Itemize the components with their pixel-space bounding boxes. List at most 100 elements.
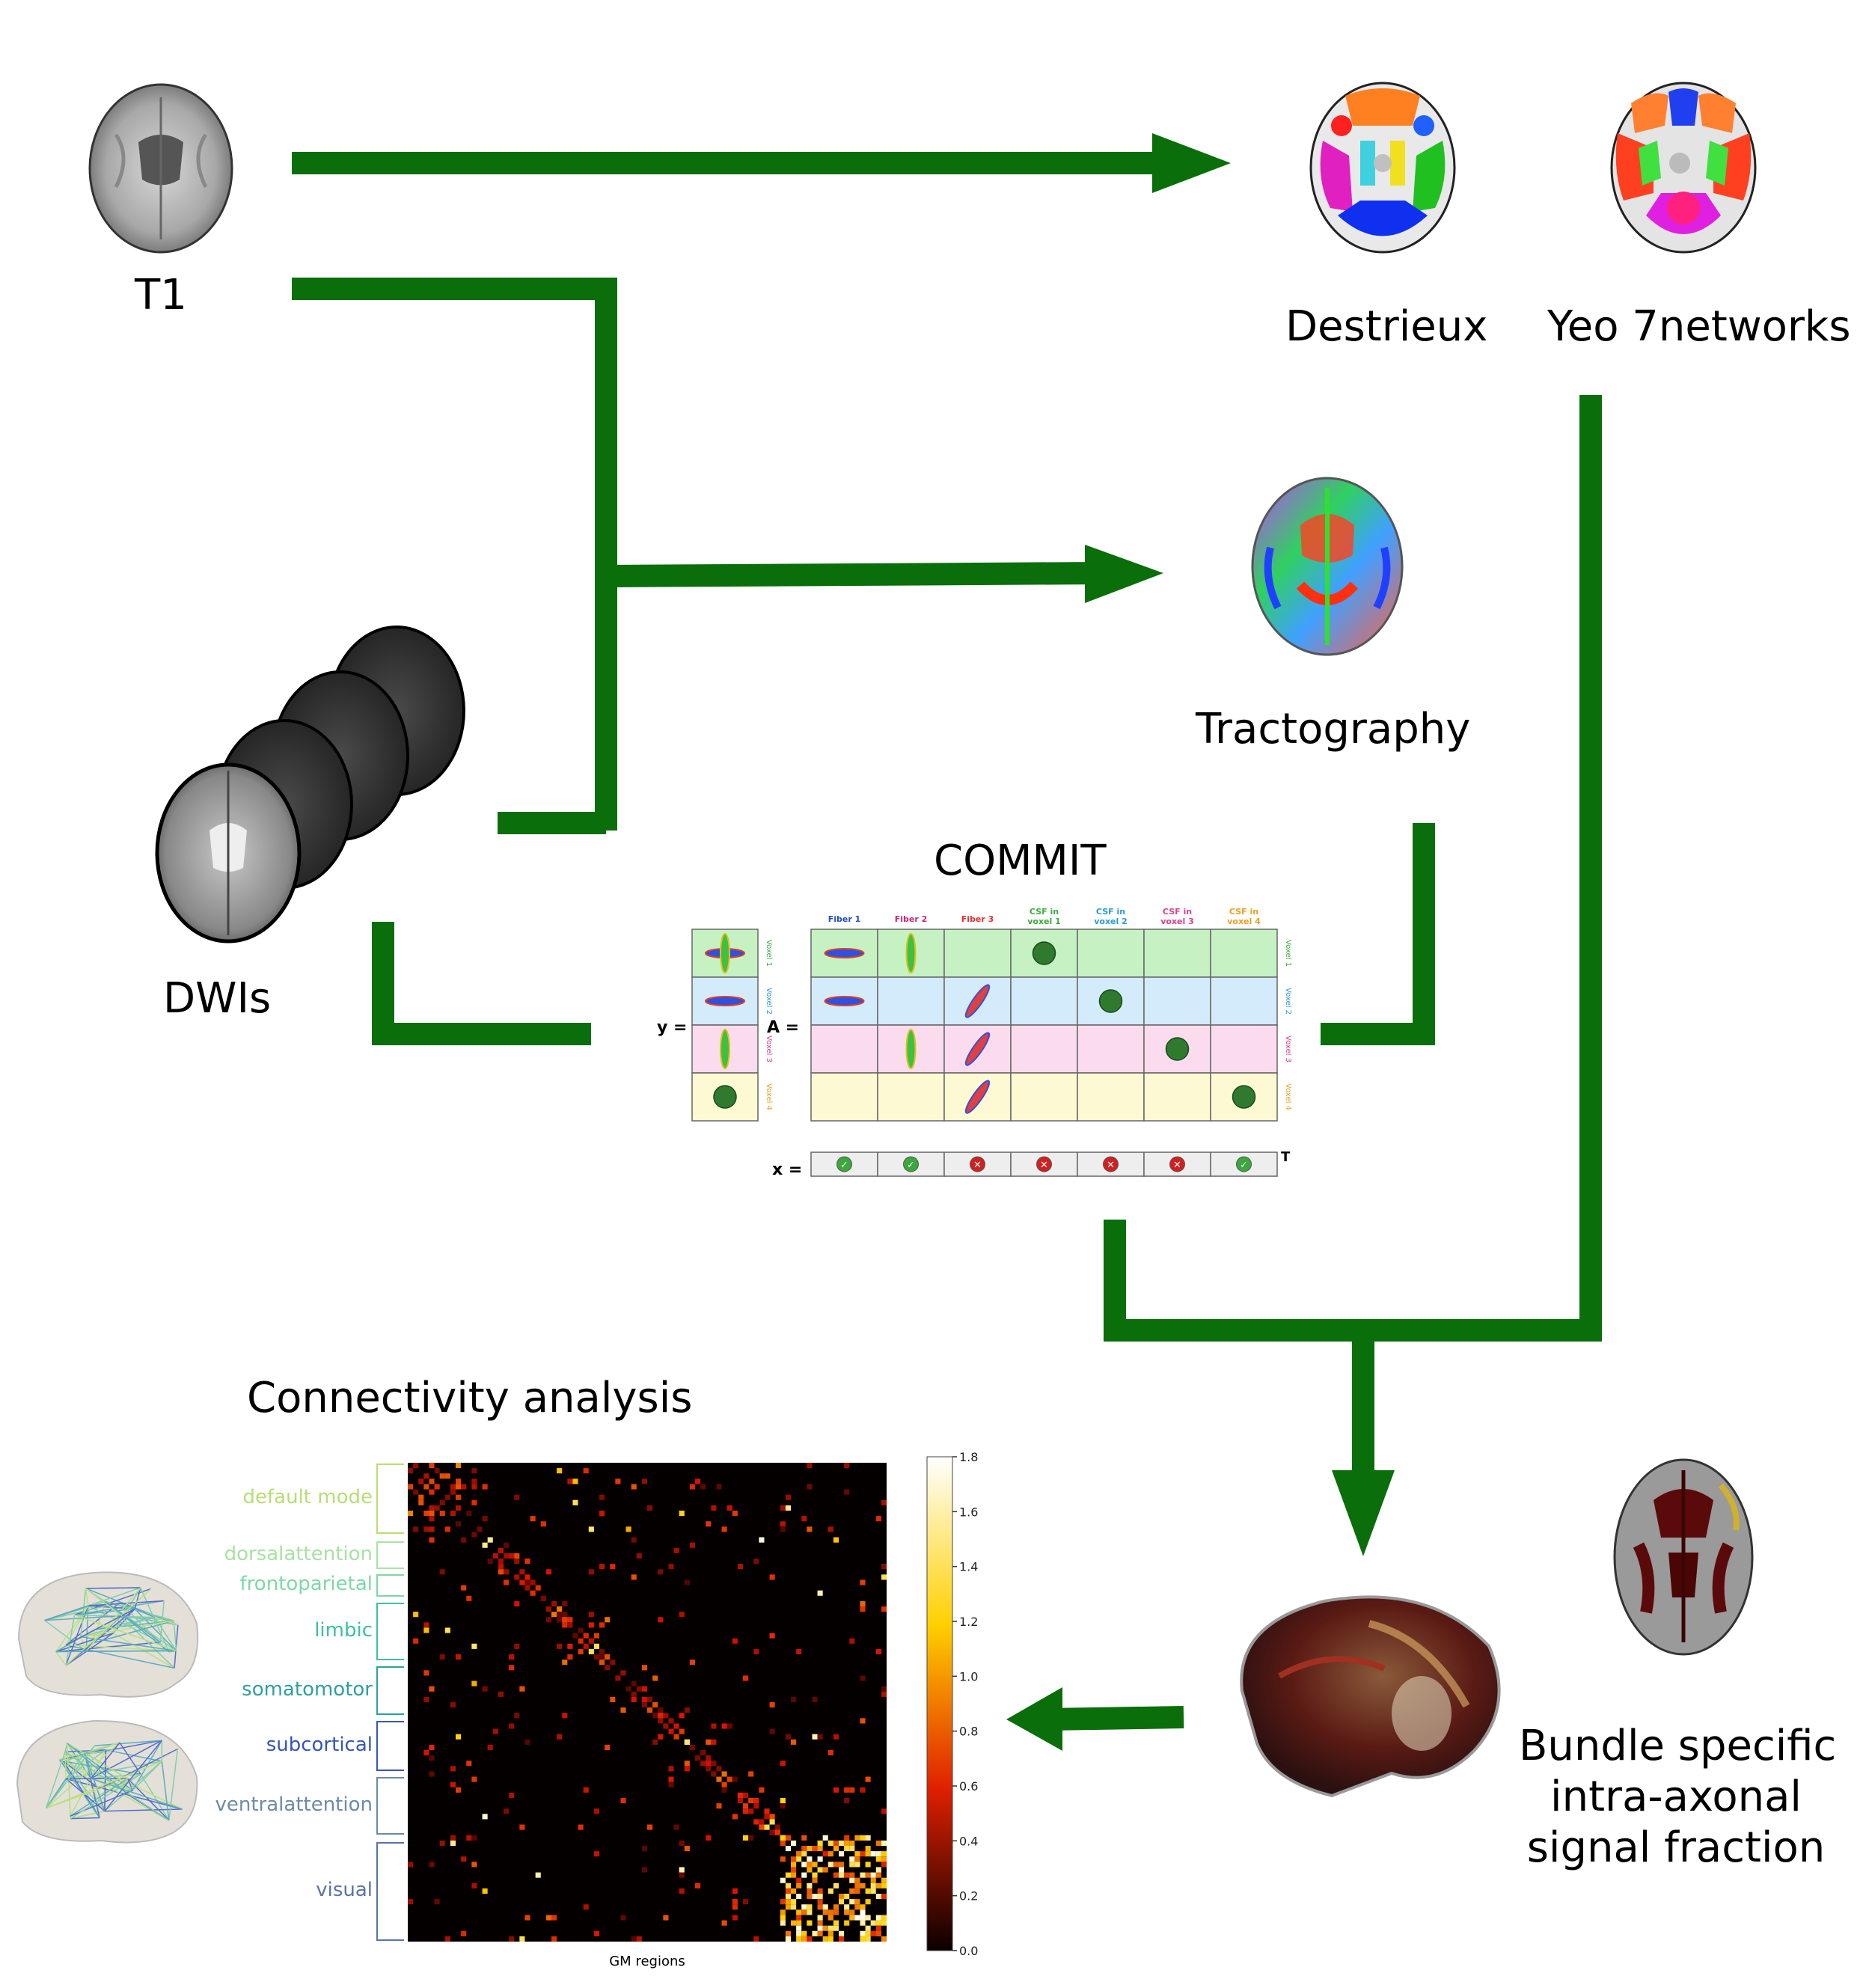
heatmap-cell	[588, 1648, 594, 1654]
heatmap-cell	[854, 1862, 860, 1868]
heatmap-cell	[418, 1494, 424, 1500]
heatmap-cell	[854, 1883, 860, 1888]
heatmap-cell	[551, 1915, 557, 1921]
heatmap-cell	[562, 1622, 568, 1628]
heatmap-cell	[599, 1654, 605, 1660]
heatmap-cell	[583, 1643, 589, 1649]
heatmap-cell	[456, 1521, 462, 1527]
heatmap-cell	[849, 1846, 855, 1852]
heatmap-cell	[514, 1494, 520, 1500]
svg-text:✕: ✕	[1173, 1160, 1181, 1171]
y-row-label: Voxel 1	[765, 940, 773, 967]
heatmap-cell	[721, 1526, 727, 1532]
heatmap-cell	[557, 1612, 563, 1618]
heatmap-cell	[743, 1792, 749, 1798]
heatmap-cell	[562, 1660, 568, 1666]
heatmap-cell	[631, 1680, 637, 1686]
heatmap-cell	[865, 1872, 871, 1878]
svg-text:✕: ✕	[1040, 1160, 1048, 1171]
heatmap-cell	[737, 1564, 743, 1570]
network-bracket	[376, 1541, 404, 1569]
heatmap-cell	[865, 1846, 871, 1852]
check-icon	[836, 1156, 852, 1172]
connectome-edge	[161, 1761, 170, 1821]
heatmap-cell	[610, 1564, 616, 1570]
heatmap-cell	[418, 1478, 424, 1484]
heatmap-cell	[801, 1872, 807, 1878]
heatmap-cell	[780, 1526, 786, 1532]
heatmap-cell	[807, 1936, 813, 1942]
heatmap-cell	[578, 1638, 584, 1644]
heatmap-cell	[753, 1798, 759, 1804]
connectome-edge	[159, 1600, 165, 1642]
heatmap-cell	[865, 1888, 871, 1894]
heatmap-cell	[658, 1569, 664, 1575]
heatmap-cell	[652, 1713, 658, 1719]
heatmap-cell	[625, 1686, 631, 1692]
heatmap-cell	[875, 1925, 881, 1931]
heatmap-cell	[567, 1617, 573, 1623]
heatmap-cell	[807, 1904, 813, 1910]
heatmap-cell	[801, 1936, 807, 1942]
heatmap-cell	[817, 1930, 823, 1936]
heatmap-cell	[844, 1835, 850, 1841]
connectome-edge	[85, 1587, 141, 1652]
heatmap-cell	[631, 1691, 637, 1697]
heatmap-cell	[732, 1814, 738, 1820]
heatmap-cell	[822, 1904, 828, 1910]
connectome-edge	[70, 1778, 129, 1817]
heatmap-cell	[828, 1915, 833, 1921]
heatmap-cell	[588, 1526, 594, 1532]
heatmap-cell	[668, 1766, 674, 1772]
heatmap-cell	[647, 1505, 653, 1511]
heatmap-cell	[583, 1468, 589, 1474]
heatmap-cell	[658, 1617, 664, 1623]
svg-text:✓: ✓	[907, 1160, 915, 1171]
heatmap-cell	[557, 1643, 563, 1649]
heatmap-cell	[833, 1846, 839, 1852]
heatmap-cell	[647, 1696, 653, 1702]
heatmap-cell	[807, 1867, 813, 1873]
heatmap-cell	[673, 1723, 679, 1729]
heatmap-cell	[875, 1920, 881, 1926]
connectome-edge	[104, 1761, 162, 1812]
heatmap-cell	[423, 1484, 429, 1490]
heatmap-cell	[817, 1920, 823, 1926]
heatmap-cell	[726, 1776, 732, 1782]
connectome-edge	[92, 1620, 174, 1644]
heatmap-cell	[599, 1622, 605, 1628]
heatmap-cell	[817, 1856, 823, 1862]
heatmap-cell	[706, 1755, 712, 1761]
heatmap-cell	[833, 1787, 839, 1793]
heatmap-cell	[504, 1579, 510, 1585]
arrow-bundle-to-connectivity	[1047, 1706, 1184, 1731]
heatmap-cell	[439, 1569, 445, 1575]
heatmap-cell	[753, 1803, 759, 1809]
heatmap-cell	[636, 1553, 642, 1559]
heatmap-cell	[456, 1484, 462, 1490]
heatmap-cell	[796, 1909, 802, 1915]
heatmap-cell	[822, 1909, 828, 1915]
heatmap-cell	[849, 1899, 855, 1905]
heatmap-cell	[668, 1718, 674, 1724]
heatmap-cell	[865, 1915, 871, 1921]
heatmap-cell	[679, 1867, 685, 1873]
heatmap-cell	[759, 1824, 765, 1830]
heatmap-cell	[593, 1654, 599, 1660]
bundle-label: Bundle specific intra-axonal signal frac…	[1519, 1721, 1836, 1874]
heatmap-cell	[839, 1867, 845, 1873]
connectome-edge	[121, 1615, 178, 1626]
heatmap-cell	[578, 1627, 584, 1633]
heatmap-cell	[807, 1856, 813, 1862]
heatmap-cell	[562, 1617, 568, 1623]
heatmap-cell	[492, 1553, 498, 1559]
heatmap-cell	[498, 1564, 504, 1570]
heatmap-cell	[450, 1511, 456, 1517]
heatmap-cell	[557, 1606, 563, 1612]
heatmap-cell	[413, 1526, 419, 1532]
heatmap-cell	[429, 1744, 435, 1750]
x-vector: ✓✓✕✕✕✕✓	[810, 1151, 1278, 1177]
heatmap-cell	[684, 1766, 690, 1772]
cross-icon	[1169, 1156, 1185, 1172]
connector-t1-down	[292, 278, 617, 831]
